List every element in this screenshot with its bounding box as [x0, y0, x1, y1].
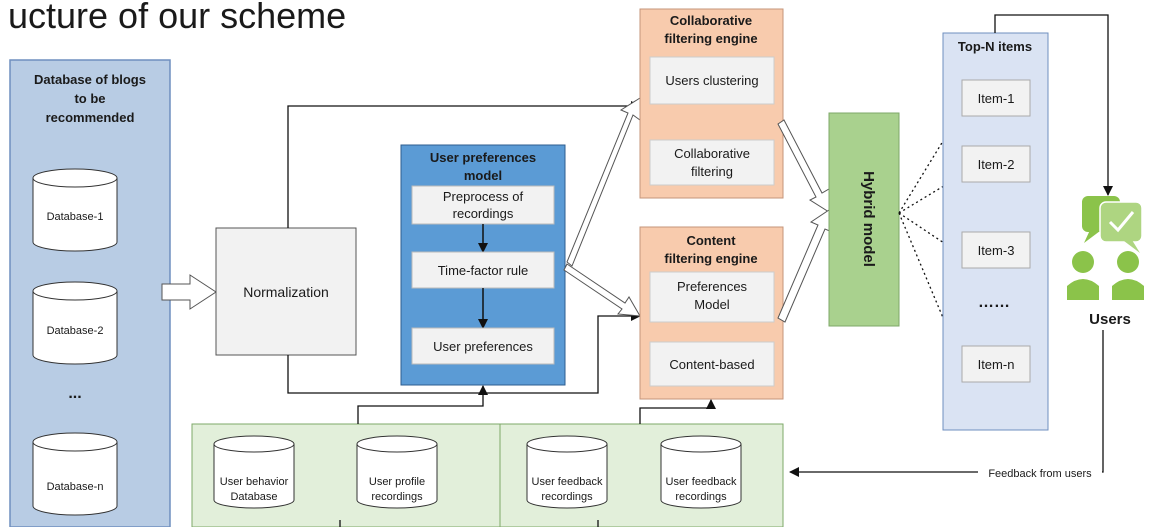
collaborative-filtering-label-1: Collaborative	[674, 146, 750, 161]
data-to-upm-arrow	[357, 385, 488, 424]
preprocess-box	[411, 185, 555, 225]
user-profile-label-2: recordings	[371, 491, 423, 503]
top-n-items-panel: Top-N items Item-1 Item-2 Item-3 …… Item…	[942, 32, 1049, 431]
data-sources-panel: User behavior Database User profile reco…	[191, 423, 784, 527]
database-ellipsis: ...	[68, 385, 81, 402]
hybrid-model-box: Hybrid model	[828, 112, 900, 327]
collaborative-filtering-box	[649, 139, 775, 186]
normalization-box: Normalization	[215, 227, 357, 356]
item-n-label: Item-n	[978, 357, 1015, 372]
database-cylinder-n: Database-n	[32, 432, 118, 516]
data-to-cb-arrow	[639, 399, 716, 424]
users-clustering-label: Users clustering	[665, 73, 758, 88]
normalization-to-cf-arrow	[287, 101, 641, 228]
items-ellipsis: ……	[978, 294, 1010, 311]
user-feedback-1-label-1: User feedback	[532, 476, 603, 488]
user-feedback-2-label-2: recordings	[675, 491, 727, 503]
user-preferences-box	[411, 327, 555, 365]
user-preferences-label: User preferences	[433, 339, 533, 354]
item-2-box	[961, 145, 1031, 183]
users-label: Users	[1089, 311, 1131, 328]
cb-title-1: Content	[686, 233, 736, 248]
page-title: ucture of our scheme	[8, 0, 346, 36]
collaborative-filtering-label-2: filtering	[691, 164, 733, 179]
upm-to-cf-arrow	[566, 97, 641, 267]
feedback-label-bg	[978, 466, 1102, 480]
user-feedback-1-label-2: recordings	[541, 491, 593, 503]
db-panel-title-3: recommended	[46, 110, 135, 125]
user-behavior-database: User behavior Database	[213, 435, 295, 509]
item-3-label: Item-3	[978, 243, 1015, 258]
user-feedback-2-label-1: User feedback	[666, 476, 737, 488]
content-based-box	[649, 341, 775, 387]
preprocess-label-2: recordings	[453, 206, 514, 221]
feedback-label: Feedback from users	[988, 468, 1092, 480]
items-to-users-arrow	[994, 14, 1113, 196]
item-3-box	[961, 231, 1031, 269]
normalization-label: Normalization	[243, 284, 329, 300]
feedback-arrow	[789, 330, 1104, 477]
normalization-to-cb-arrow	[287, 311, 641, 394]
item-2-label: Item-2	[978, 157, 1015, 172]
database-2-label: Database-2	[47, 325, 104, 337]
database-n-label: Database-n	[47, 481, 104, 493]
content-filtering-engine: Content filtering engine Preferences Mod…	[639, 226, 784, 400]
user-behavior-label-2: Database	[230, 491, 277, 503]
cb-title-2: filtering engine	[664, 251, 757, 266]
item-1-box	[961, 79, 1031, 117]
blog-database-panel: Database of blogs to be recommended Data…	[9, 59, 171, 527]
database-cylinder-2: Database-2	[32, 281, 118, 365]
db-to-normalization-arrow	[161, 274, 217, 310]
cf-title-1: Collaborative	[670, 13, 752, 28]
item-n-box	[961, 345, 1031, 383]
user-preferences-model-box: User preferences model Preprocess of rec…	[400, 144, 566, 386]
upm-title-1: User preferences	[430, 150, 536, 165]
preferences-model-label-1: Preferences	[677, 279, 748, 294]
cb-to-hybrid-arrow	[777, 209, 833, 323]
database-cylinder-1: Database-1	[32, 168, 118, 252]
time-factor-label: Time-factor rule	[438, 263, 529, 278]
users-clustering-box	[649, 56, 775, 105]
cf-to-hybrid-arrow	[777, 119, 830, 213]
user-profile-recordings: User profile recordings	[356, 435, 438, 509]
preprocess-label-1: Preprocess of	[443, 189, 524, 204]
user-feedback-recordings-1: User feedback recordings	[526, 435, 608, 509]
content-based-label: Content-based	[669, 357, 754, 372]
database-1-label: Database-1	[47, 211, 104, 223]
upm-to-cb-arrow	[563, 263, 641, 317]
users-icon	[1067, 196, 1144, 300]
user-feedback-recordings-2: User feedback recordings	[660, 435, 742, 509]
user-profile-label-1: User profile	[369, 476, 425, 488]
item-1-label: Item-1	[978, 91, 1015, 106]
top-n-title: Top-N items	[958, 39, 1032, 54]
preferences-model-box	[649, 271, 775, 323]
upm-title-2: model	[464, 168, 502, 183]
cf-title-2: filtering engine	[664, 31, 757, 46]
user-behavior-label-1: User behavior	[220, 476, 289, 488]
preferences-model-label-2: Model	[694, 297, 730, 312]
collaborative-filtering-engine: Collaborative filtering engine Users clu…	[639, 8, 784, 199]
hybrid-model-label: Hybrid model	[860, 171, 877, 267]
db-panel-title-2: to be	[74, 91, 105, 106]
db-panel-title-1: Database of blogs	[34, 72, 146, 87]
